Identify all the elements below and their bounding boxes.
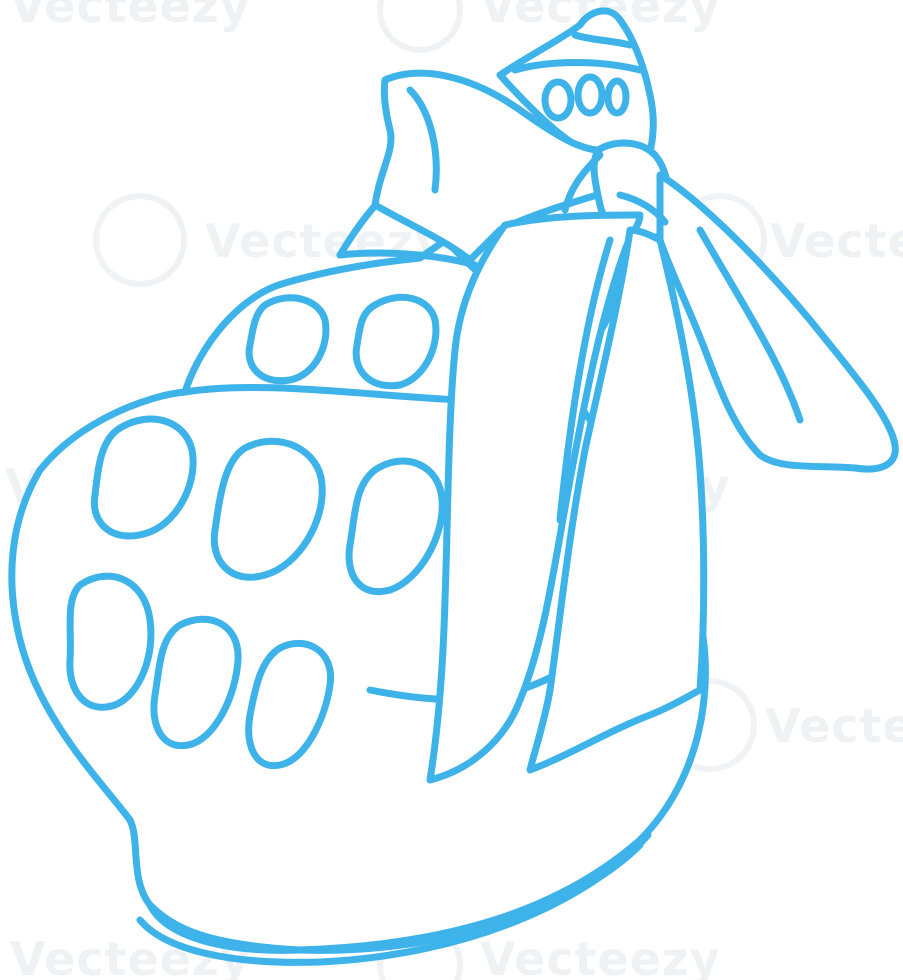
shell-spire-line	[571, 31, 634, 49]
ribbon-loop-fold	[696, 226, 804, 424]
shell-spot	[150, 615, 242, 750]
ribbon-right-loop	[656, 171, 899, 473]
ribbon-tail-right	[526, 226, 708, 774]
shell-spot	[245, 294, 330, 385]
watermark-text: Vecteezy	[480, 932, 721, 980]
shell-spot	[541, 78, 575, 122]
watermark-tile: Vecteezy	[10, 0, 251, 33]
shell-base-rim-inner	[136, 831, 652, 966]
shell-spot	[245, 639, 334, 770]
shell-spot	[604, 77, 630, 117]
ribbon-fold-line	[616, 191, 669, 226]
watermark-text: Vecteezy	[770, 214, 903, 268]
watermark-text: Vecteezy	[765, 699, 903, 753]
watermark-text: Vecteezy	[10, 0, 251, 33]
shell-spot	[90, 415, 197, 540]
shell-spot	[574, 73, 606, 117]
ribbon-fold-line	[406, 86, 440, 194]
ribbon-band	[371, 69, 649, 264]
ribbon-fold-line	[561, 151, 604, 214]
shell-whorl-line-mid	[336, 249, 479, 269]
shell-spire-line-2	[511, 59, 644, 74]
ribbon-fold-line	[556, 236, 614, 524]
shell-spot	[352, 293, 440, 390]
shell-spot	[345, 457, 446, 595]
shell-spot	[210, 437, 326, 581]
shell-spot	[66, 572, 155, 711]
watermark-tile: Vecteezy	[663, 678, 903, 772]
shell-whorl-line-lower	[181, 383, 464, 404]
